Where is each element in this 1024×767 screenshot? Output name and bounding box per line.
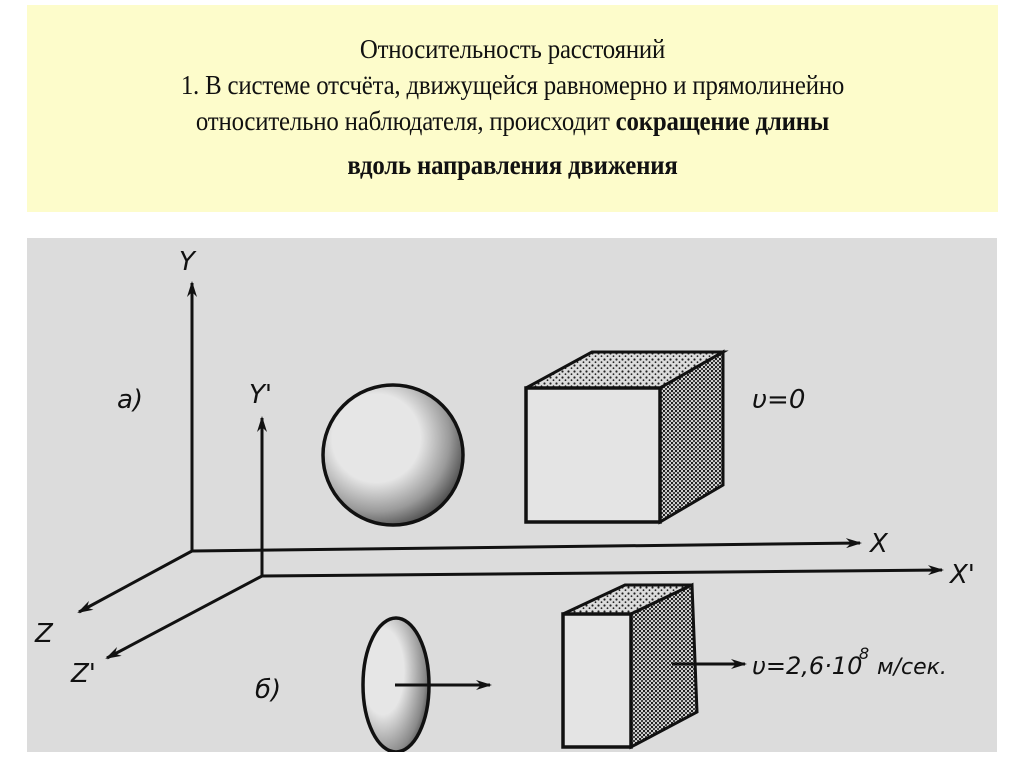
panel-a-label: а) — [117, 385, 143, 415]
slide-title-box: Относительность расстояний 1. В системе … — [27, 5, 998, 212]
slide-title: Относительность расстояний — [359, 34, 666, 64]
velocity-value: υ=2,6·10 — [752, 652, 862, 680]
z-prime-axis-label: Z' — [70, 659, 96, 689]
statement-line-3: вдоль направления движения — [347, 150, 678, 180]
statement-line-2-regular: относительно наблюдателя, происходит — [195, 106, 616, 136]
axes-frame-k — [77, 281, 862, 614]
statement-line-2: относительно наблюдателя, происходит сок… — [66, 103, 959, 139]
sphere — [321, 383, 465, 527]
x-axis-label: X — [868, 529, 889, 559]
axes-frame-k-prime — [105, 416, 944, 660]
flattened-ellipsoid — [361, 616, 492, 752]
statement-line-2-bold: сокращение длины — [615, 106, 830, 136]
x-prime-axis — [261, 565, 944, 578]
length-contraction-figure: Y Y' X X' Z Z' а) υ=0 б) — [27, 238, 997, 752]
statement-line-1: 1. В системе отсчёта, движущейся равноме… — [180, 70, 845, 100]
z-prime-axis — [105, 574, 263, 660]
y-prime-axis-label: Y' — [249, 380, 272, 410]
x-axis — [191, 538, 862, 553]
velocity-relativistic-label: υ=2,6·10 8 м/сек. — [752, 644, 947, 680]
x-prime-axis-label: X' — [948, 560, 975, 590]
z-axis — [77, 549, 193, 614]
z-axis-label: Z — [34, 619, 54, 649]
compressed-box — [561, 582, 747, 750]
velocity-units: м/сек. — [877, 655, 947, 680]
velocity-zero-label: υ=0 — [752, 385, 805, 415]
velocity-exponent: 8 — [859, 644, 869, 663]
y-axis-label: Y — [179, 247, 197, 277]
cube — [524, 349, 729, 525]
panel-b-label: б) — [255, 675, 281, 705]
